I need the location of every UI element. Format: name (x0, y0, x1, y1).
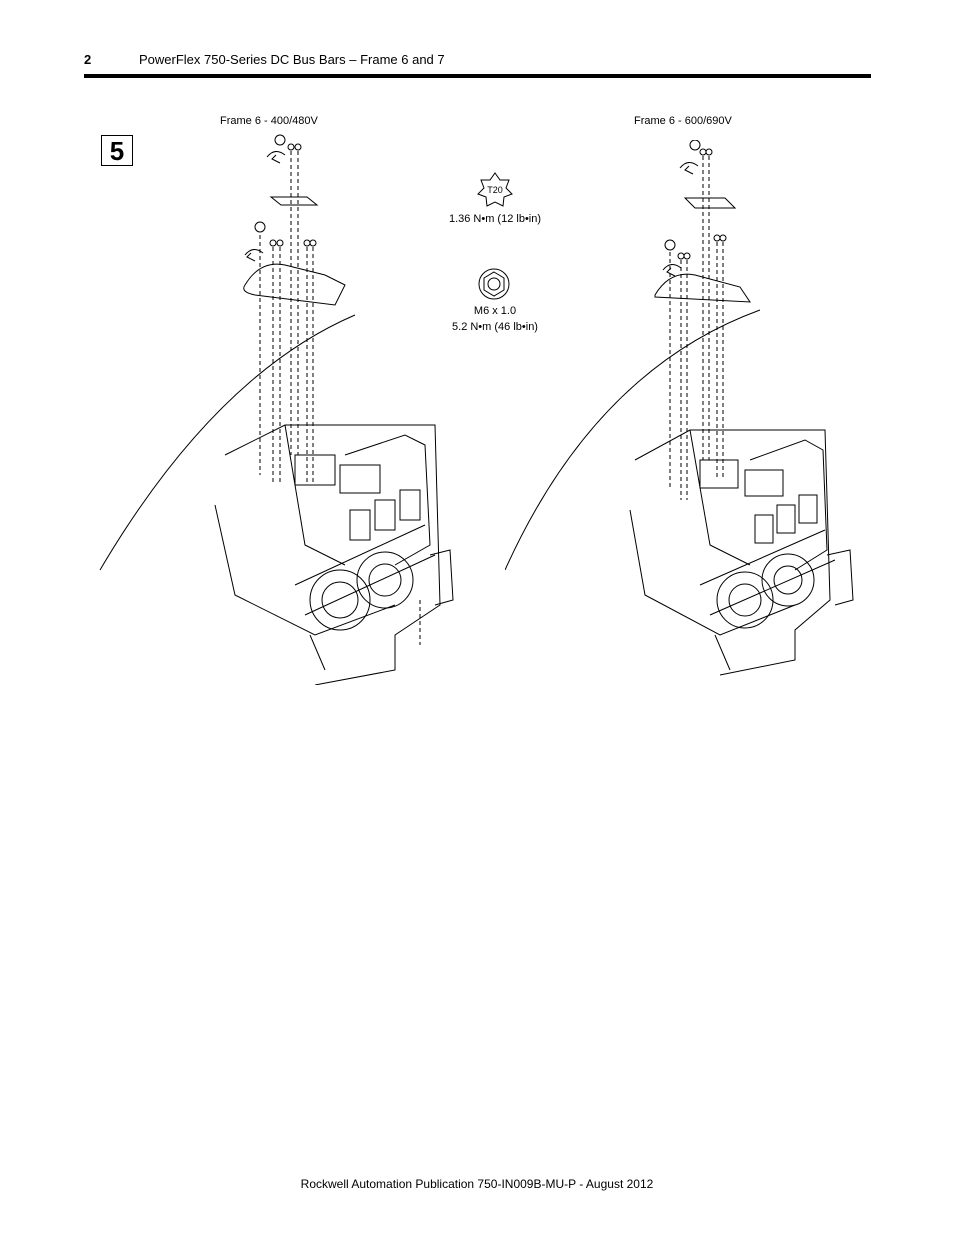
torx-t20-icon: T20 (477, 172, 513, 207)
m6-torque: 5.2 N•m (46 lb•in) (452, 321, 538, 333)
t20-torque: 1.36 N•m (12 lb•in) (448, 213, 542, 225)
hex-nut-icon (478, 268, 510, 300)
step-number: 5 (101, 135, 133, 166)
footer-publication: Rockwell Automation Publication 750-IN00… (300, 1177, 654, 1191)
frame6-400v-illustration (99, 134, 454, 685)
page-number: 2 (84, 52, 92, 67)
header-title: PowerFlex 750-Series DC Bus Bars – Frame… (139, 52, 445, 67)
t20-label: T20 (487, 185, 503, 195)
header-rule (84, 74, 871, 78)
figure-label-left: Frame 6 - 400/480V (220, 115, 318, 127)
frame6-600v-illustration (505, 140, 854, 676)
m6-size: M6 x 1.0 (473, 305, 517, 317)
figure-label-right: Frame 6 - 600/690V (634, 115, 732, 127)
